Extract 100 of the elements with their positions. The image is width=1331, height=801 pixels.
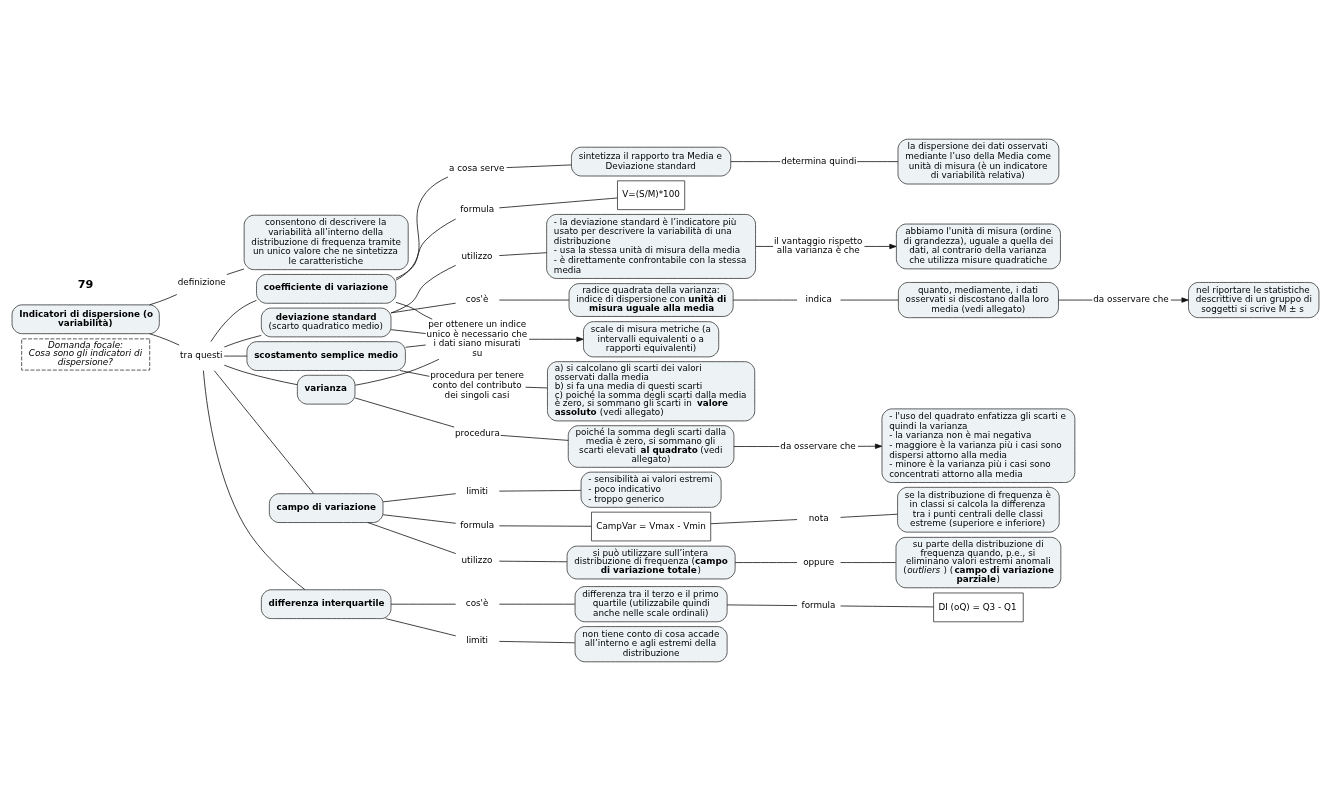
- connector: [226, 268, 245, 275]
- connector: [399, 370, 430, 377]
- node-box: consentono di descrivere la variabilità all’interno della distribuzione di frequenza tramite un unico valore che ne sintetizza le caratteristiche: [243, 214, 409, 271]
- node-text: formula: [801, 600, 836, 611]
- node-box: - l'uso del quadrato enfatizza gli scarti e quindi la varianza - la varianza non è mai negativa - maggiore è la varianza più i casi sono dispersi attorno alla media - minore è la varianza più i casi sono concentrati attorno alla media: [881, 408, 1076, 483]
- connector: [498, 490, 582, 492]
- arrow: [1170, 297, 1189, 303]
- node-text: determina quindi: [781, 155, 857, 166]
- connector: [223, 335, 262, 348]
- node-text: utilizzo: [461, 251, 493, 262]
- node-text: utilizzo: [461, 555, 493, 566]
- node-text: cos'è: [465, 598, 489, 609]
- node-box: quanto, mediamente, i dati osservati si discostano dalla loro media (vedi allegato): [898, 282, 1059, 319]
- node-box: non tiene conto di cosa accade all’interno e agli estremi della distribuzione: [574, 626, 728, 663]
- node-text: da osservare che: [780, 440, 856, 451]
- node-box: scale di misura metriche (a intervalli equivalenti o a rapporti equivalenti): [583, 321, 720, 358]
- node-box: DI (oQ) = Q3 - Q1: [933, 592, 1024, 623]
- connector: [726, 604, 798, 606]
- node-text: per ottenere un indice unico è necessario che i dati siano misurati su: [426, 319, 528, 358]
- connector: [498, 641, 576, 644]
- node-text: cos'è: [465, 294, 489, 305]
- node-text: formula: [460, 203, 495, 214]
- connector: [730, 161, 781, 162]
- node-box: poiché la somma degli scarti dalla media è zero, si sommano gli scarti elevati al quadrato (vedi allegato): [567, 425, 735, 468]
- connector: [203, 370, 306, 590]
- connector: [506, 164, 572, 168]
- node-box: a) si calcolano gli scarti dei valori osservati dalla media b) si fa una media di questi scarti c) poiché la somma degli scarti dalla media è zero, si sommano gli scarti in valore assoluto (vedi allegato): [547, 361, 756, 422]
- node-box: coefficiente di variazione: [256, 274, 397, 304]
- node-box: V=(S/M)*100: [617, 180, 686, 211]
- node-box: abbiamo l'unità di misura (ordine di grandezza), uguale a quella dei dati, al contrario della varianza che utilizza misure quadratiche: [896, 223, 1061, 270]
- node-text: tra questi: [180, 350, 223, 361]
- node-text: da osservare che: [1093, 294, 1169, 305]
- connector: [395, 301, 433, 320]
- connector: [525, 386, 548, 389]
- connector: [710, 519, 798, 525]
- connector: [385, 618, 457, 637]
- connector: [354, 397, 455, 428]
- connector: [395, 176, 449, 281]
- connector: [840, 605, 934, 608]
- node-box: differenza interquartile: [260, 589, 392, 619]
- connector: [498, 560, 568, 563]
- node-text: limiti: [466, 485, 489, 496]
- connector: [382, 493, 457, 503]
- connector: [734, 562, 798, 563]
- node-box: campo di variazione: [268, 493, 384, 523]
- connector: [390, 264, 457, 314]
- connector: [500, 435, 569, 441]
- connector: [390, 329, 427, 334]
- arrow: [528, 336, 584, 342]
- connector: [354, 358, 440, 386]
- node-box: Indicatori di dispersione (o variabilità): [11, 304, 160, 335]
- node-text: nota: [808, 512, 829, 523]
- connector: [856, 161, 899, 162]
- node-box: si può utilizzare sull’intera distribuzione di frequenza (campo di variazione totale): [566, 545, 736, 580]
- connector: [223, 355, 248, 357]
- node-box: - sensibilità ai valori estremi - poco indicativo - troppo generico: [580, 471, 722, 508]
- connector: [210, 299, 257, 343]
- node-text: a cosa serve: [449, 163, 505, 174]
- node-text: limiti: [466, 635, 489, 646]
- node-box: scostamento semplice medio: [246, 341, 406, 371]
- node-text: oppure: [803, 556, 835, 567]
- connector: [390, 603, 457, 605]
- node-text: indica: [805, 294, 832, 305]
- connector: [223, 364, 298, 386]
- node-box: radice quadrata della varianza: indice di dispersione con unità di misura uguale alla media: [568, 283, 734, 317]
- connector: [733, 446, 780, 447]
- node-box: la dispersione dei dati osservati mediante l’uso della Media come unità di misura (è un indicatore di variabilità relativa): [897, 138, 1060, 185]
- node-box: sintetizza il rapporto tra Media e Deviazione standard: [571, 146, 732, 177]
- arrow: [864, 243, 897, 250]
- connector: [498, 197, 618, 209]
- connector: [755, 246, 774, 247]
- node-box: Domanda focale: Cosa sono gli indicatori di dispersione?: [21, 338, 151, 371]
- connector: [840, 299, 899, 301]
- connector: [498, 252, 547, 256]
- connector: [213, 370, 315, 494]
- node-box: su parte della distribuzione di frequenza quando, p.e., si eliminano valori estremi anomali (outliers ) (campo di variazione parziale): [895, 536, 1062, 589]
- node-box: - la deviazione standard è l’indicatore più usato per descrivere la variabilità di una distribuzione - usa la stessa unità di misura della media - è direttamente confrontabile con la stessa media: [546, 214, 756, 279]
- node-text: formula: [460, 519, 495, 530]
- connector: [149, 294, 178, 306]
- node-text: procedura per tenere conto del contributo dei singoli casi: [430, 370, 524, 400]
- connector: [840, 513, 898, 518]
- connector: [840, 562, 897, 563]
- connector: [149, 333, 180, 346]
- connector: [395, 218, 457, 279]
- connector: [1058, 299, 1093, 301]
- node-box: varianza: [296, 374, 356, 405]
- node-text: procedura: [455, 427, 500, 438]
- arrow: [857, 443, 883, 449]
- connector: [405, 344, 427, 348]
- node-box: differenza tra il terzo e il primo quartile (utilizzabile quindi anche nelle scale ordinali): [574, 586, 728, 623]
- connector: [382, 514, 457, 524]
- node-box: nel riportare le statistiche descrittive di un gruppo di soggetti si scrive M ± s: [1188, 282, 1320, 319]
- node-text: il vantaggio rispetto alla varianza è che: [773, 235, 863, 256]
- node-box: CampVar = Vmax - Vmin: [591, 511, 712, 542]
- connector: [367, 522, 457, 554]
- connector: [498, 525, 592, 527]
- node-box: deviazione standard (scarto quadratico medio): [260, 307, 392, 338]
- node-text: definizione: [177, 276, 226, 287]
- node-box: se la distribuzione di frequenza è in classi si calcola la differenza tra i punti centrali delle classi estreme (superiore e inferiore): [897, 486, 1060, 533]
- label: 79: [77, 277, 94, 291]
